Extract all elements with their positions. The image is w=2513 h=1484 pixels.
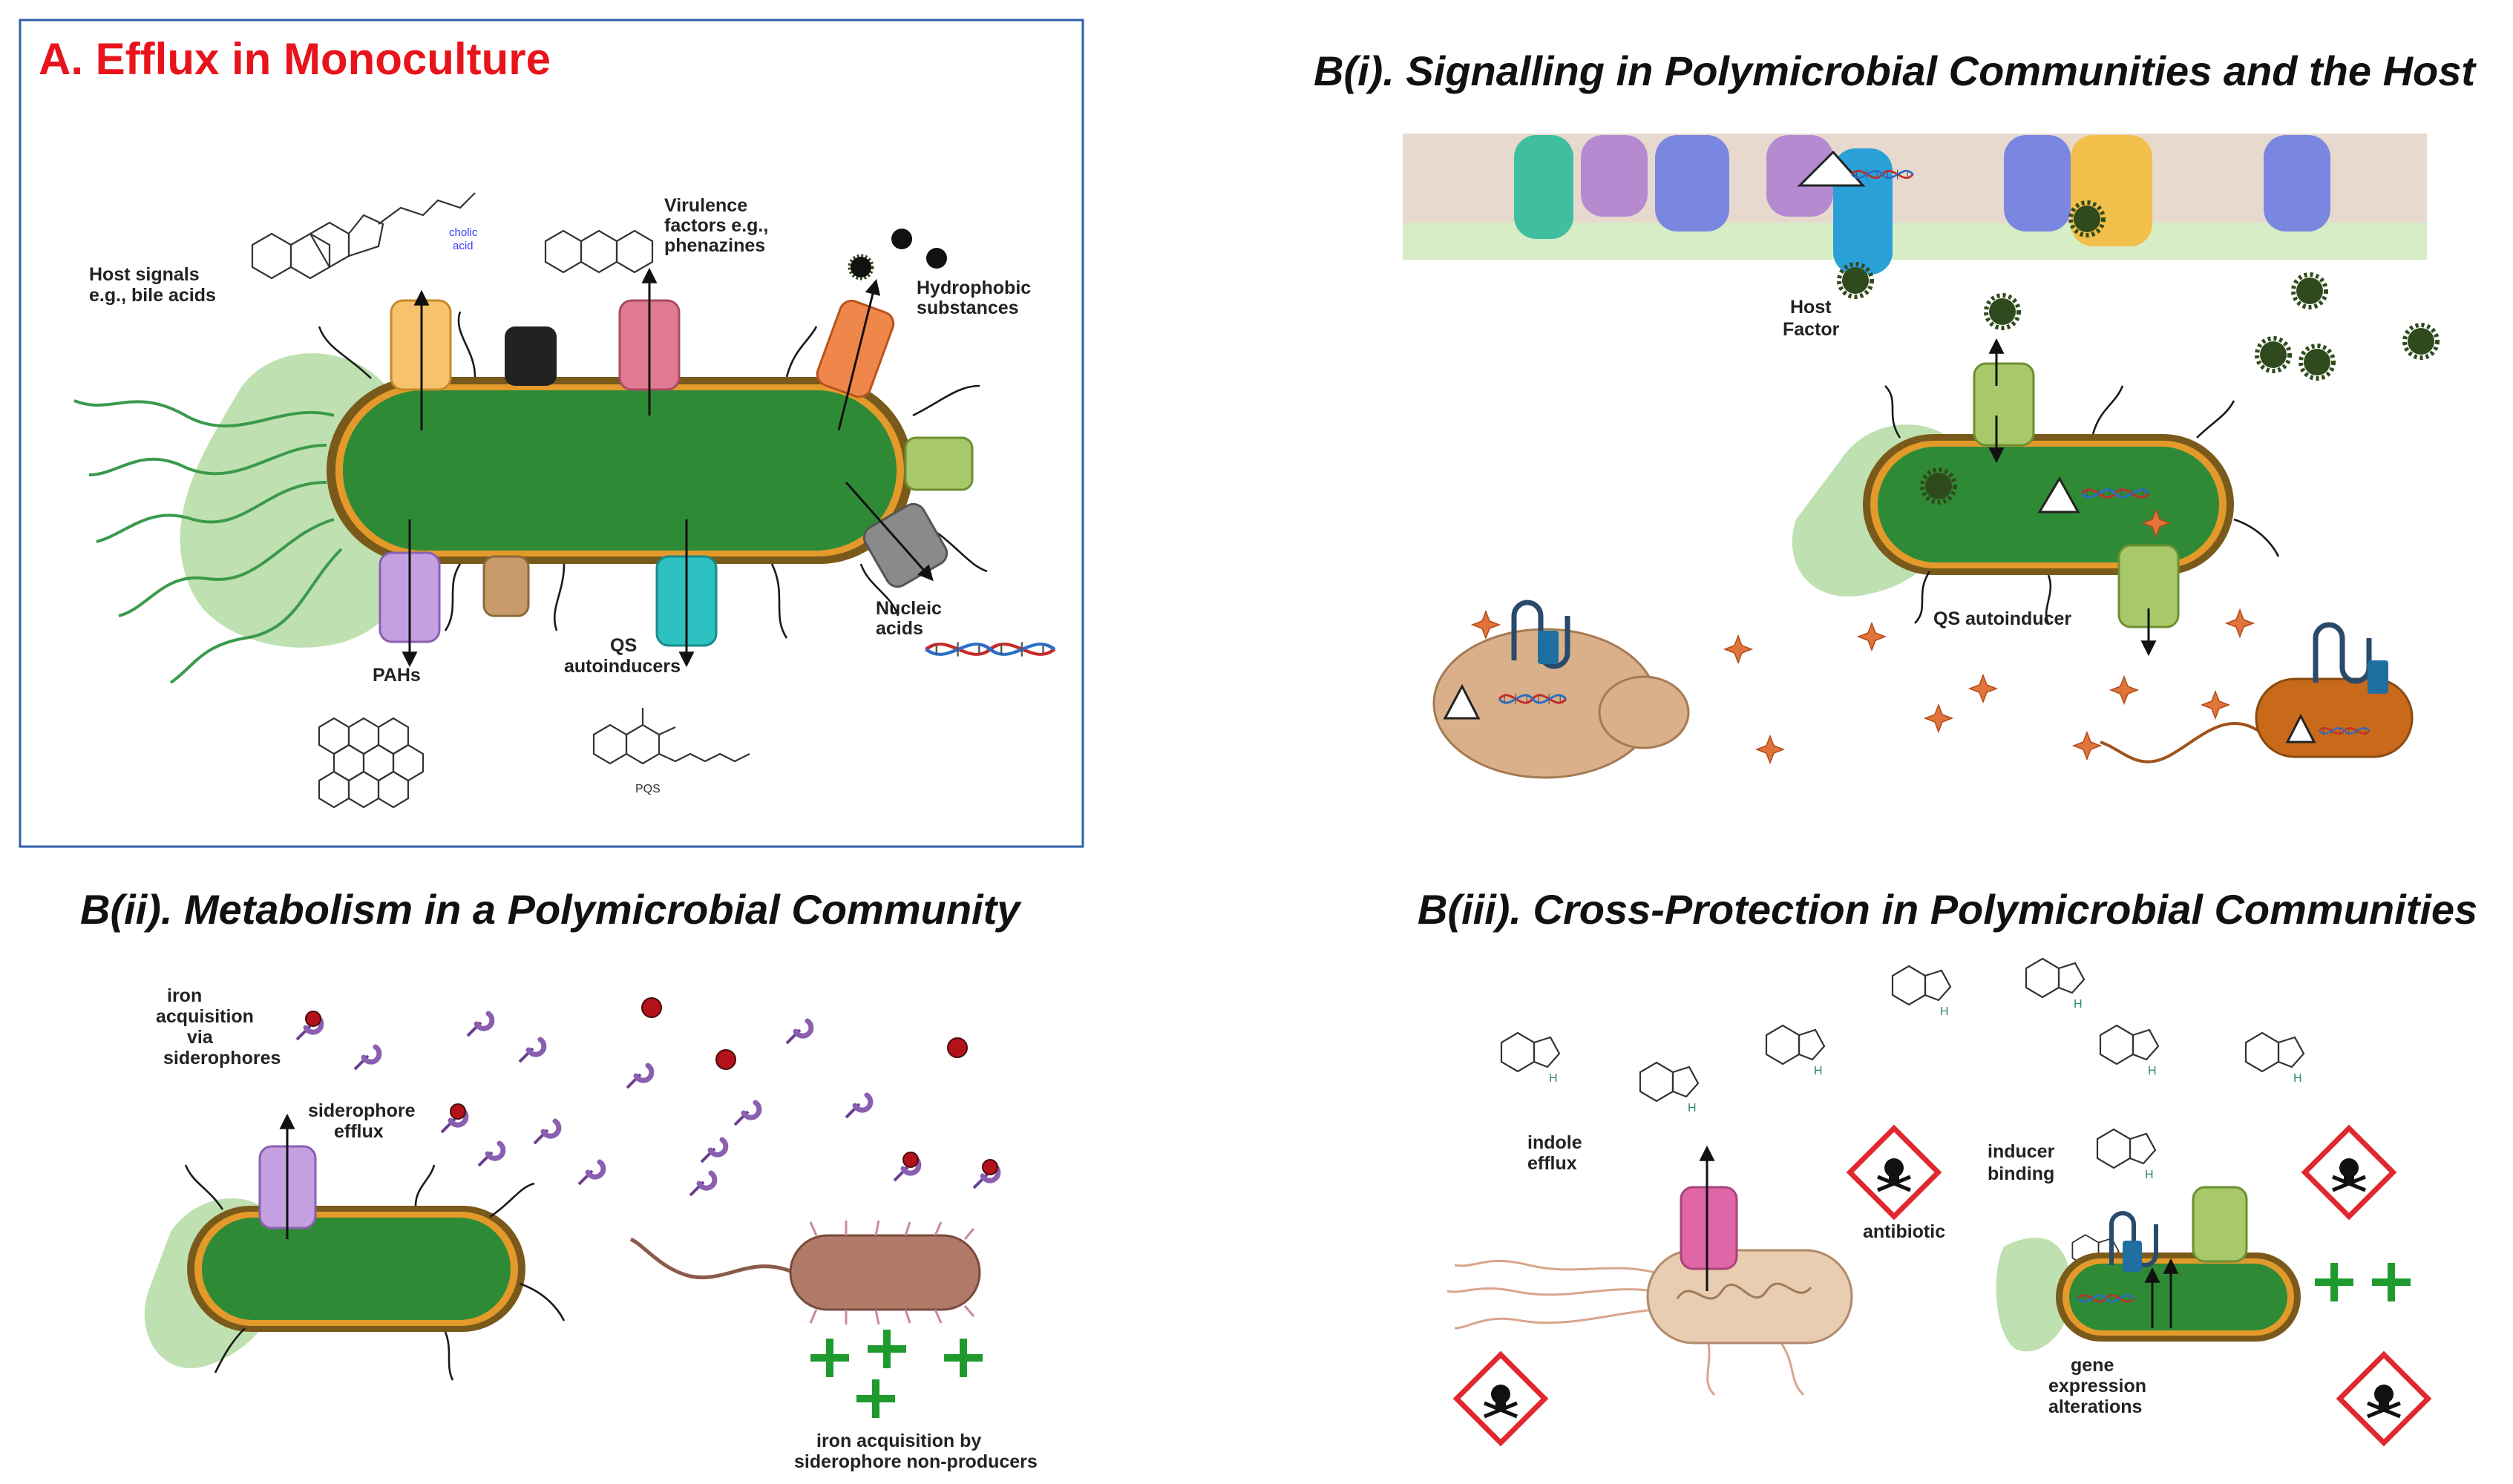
iron-acq-label-2: acquisition: [156, 1006, 254, 1027]
yeast-cell: [1432, 600, 1690, 779]
panel-b2: B(ii). Metabolism in a Polymicrobial Com…: [80, 886, 1038, 1472]
epithelial-cell-blue-3: [2264, 135, 2330, 232]
receptor-triangle-cell: [2037, 476, 2080, 513]
pah-structure: [318, 717, 425, 809]
panel-b1-title: B(i). Signalling in Polymicrobial Commun…: [1314, 47, 2477, 94]
nucleic-label-2: acids: [876, 618, 923, 639]
antibiotic-label: antibiotic: [1863, 1221, 1945, 1242]
hydrophobic-particles: [850, 229, 947, 278]
epithelial-cell-purple: [1581, 135, 1648, 217]
cell-cytoplasm: [343, 390, 897, 551]
indole-efflux-label-1: indole: [1527, 1132, 1582, 1153]
growth-plus-signs: [810, 1330, 983, 1418]
epithelial-cell-blue: [1655, 135, 1729, 232]
panel-b1: B(i). Signalling in Polymicrobial Commun…: [1314, 47, 2477, 779]
flagella: [73, 399, 343, 684]
biofilm-b3: [1996, 1238, 2072, 1352]
non-producers-label-2: siderophore non-producers: [794, 1451, 1038, 1472]
sid-efflux-label-2: efflux: [334, 1121, 384, 1142]
cholic-acid-label-1: cholic: [449, 226, 478, 239]
efflux-pump-lightgreen: [904, 436, 974, 491]
cell-b3-cytoplasm: [2069, 1264, 2287, 1330]
host-factor-label-1: Host: [1790, 297, 1832, 318]
cell-b2-cytoplasm: [202, 1218, 511, 1320]
indole-efflux-label-2: efflux: [1527, 1153, 1577, 1174]
hydrophobic-label-1: Hydrophobic: [917, 278, 1031, 298]
dna-icon: [926, 642, 1055, 656]
pqs-structure: [592, 708, 750, 765]
qs-label-1: QS: [610, 635, 637, 656]
efflux-pump-b1-top: [1973, 362, 2035, 447]
efflux-pump-tan: [482, 555, 530, 617]
epithelial-cell-blue-2: [2004, 135, 2071, 232]
efflux-pump-orange: [816, 299, 895, 398]
cholic-acid-structure: cholic acid: [251, 192, 478, 280]
pahs-label: PAHs: [373, 665, 421, 686]
host-factor-label-2: Factor: [1783, 319, 1840, 340]
goblet-cell: [1514, 135, 1573, 239]
iron-ions: [641, 997, 968, 1070]
efflux-pump-b3: [2192, 1186, 2248, 1263]
host-signals-label-1: Host signals: [89, 264, 200, 285]
virulence-label-2: factors e.g.,: [664, 215, 768, 236]
iron-acq-label-1: iron: [167, 985, 202, 1006]
panel-a-title: A. Efflux in Monoculture: [39, 34, 551, 84]
gene-expr-label-3: alterations: [2048, 1396, 2142, 1417]
panel-a: A. Efflux in Monoculture: [19, 19, 1084, 848]
pili-b2: [184, 1164, 566, 1381]
secondary-bacterium: [2100, 622, 2414, 764]
pili-b1: [1884, 385, 2280, 624]
nucleic-label-1: Nucleic: [876, 598, 942, 619]
efflux-pump-black: [505, 326, 557, 386]
iron-acq-label-4: siderophores: [163, 1048, 281, 1068]
non-producers-label-1: iron acquisition by: [816, 1431, 981, 1451]
pqs-label: PQS: [635, 783, 661, 795]
epithelial-cell-purple-2: [1766, 135, 1833, 217]
hydrophobic-label-2: substances: [917, 298, 1019, 318]
virulence-label-3: phenazines: [664, 235, 765, 256]
panel-b2-title: B(ii). Metabolism in a Polymicrobial Com…: [80, 886, 1022, 933]
phenazine-structure: [544, 229, 654, 274]
cholic-acid-label-2: acid: [453, 240, 474, 252]
iron-acq-label-3: via: [187, 1027, 214, 1048]
protection-plus-signs: [2315, 1263, 2411, 1301]
inducer-binding-label-2: binding: [1988, 1163, 2054, 1184]
efflux-arrows: [402, 267, 934, 668]
qs-label-2: autoinducers: [564, 656, 681, 677]
receptor-b3: [2109, 1211, 2158, 1267]
epithelial-cells: [1514, 135, 2330, 275]
receptor-b3-box: [2123, 1241, 2142, 1272]
panel-b3-title: B(iii). Cross-Protection in Polymicrobia…: [1418, 886, 2477, 933]
non-producer-bacterium: [629, 1220, 981, 1325]
panel-a-border: [19, 19, 1084, 848]
sid-efflux-label-1: siderophore: [308, 1100, 416, 1121]
mucus-layer: [1403, 223, 2427, 260]
host-signals-label-2: e.g., bile acids: [89, 285, 216, 306]
virulence-label-1: Virulence: [664, 195, 747, 216]
indole-producer-bacterium: [1446, 1145, 1853, 1396]
gene-expr-label-2: expression: [2048, 1376, 2146, 1396]
gene-expr-label-1: gene: [2071, 1355, 2114, 1376]
inducer-binding-label-1: inducer: [1988, 1141, 2055, 1162]
receptor-triangle: [1797, 150, 1866, 187]
panel-b3: B(iii). Cross-Protection in Polymicrobia…: [1418, 886, 2477, 1442]
qs-autoinducer-label: QS autoinducer: [1933, 608, 2071, 629]
